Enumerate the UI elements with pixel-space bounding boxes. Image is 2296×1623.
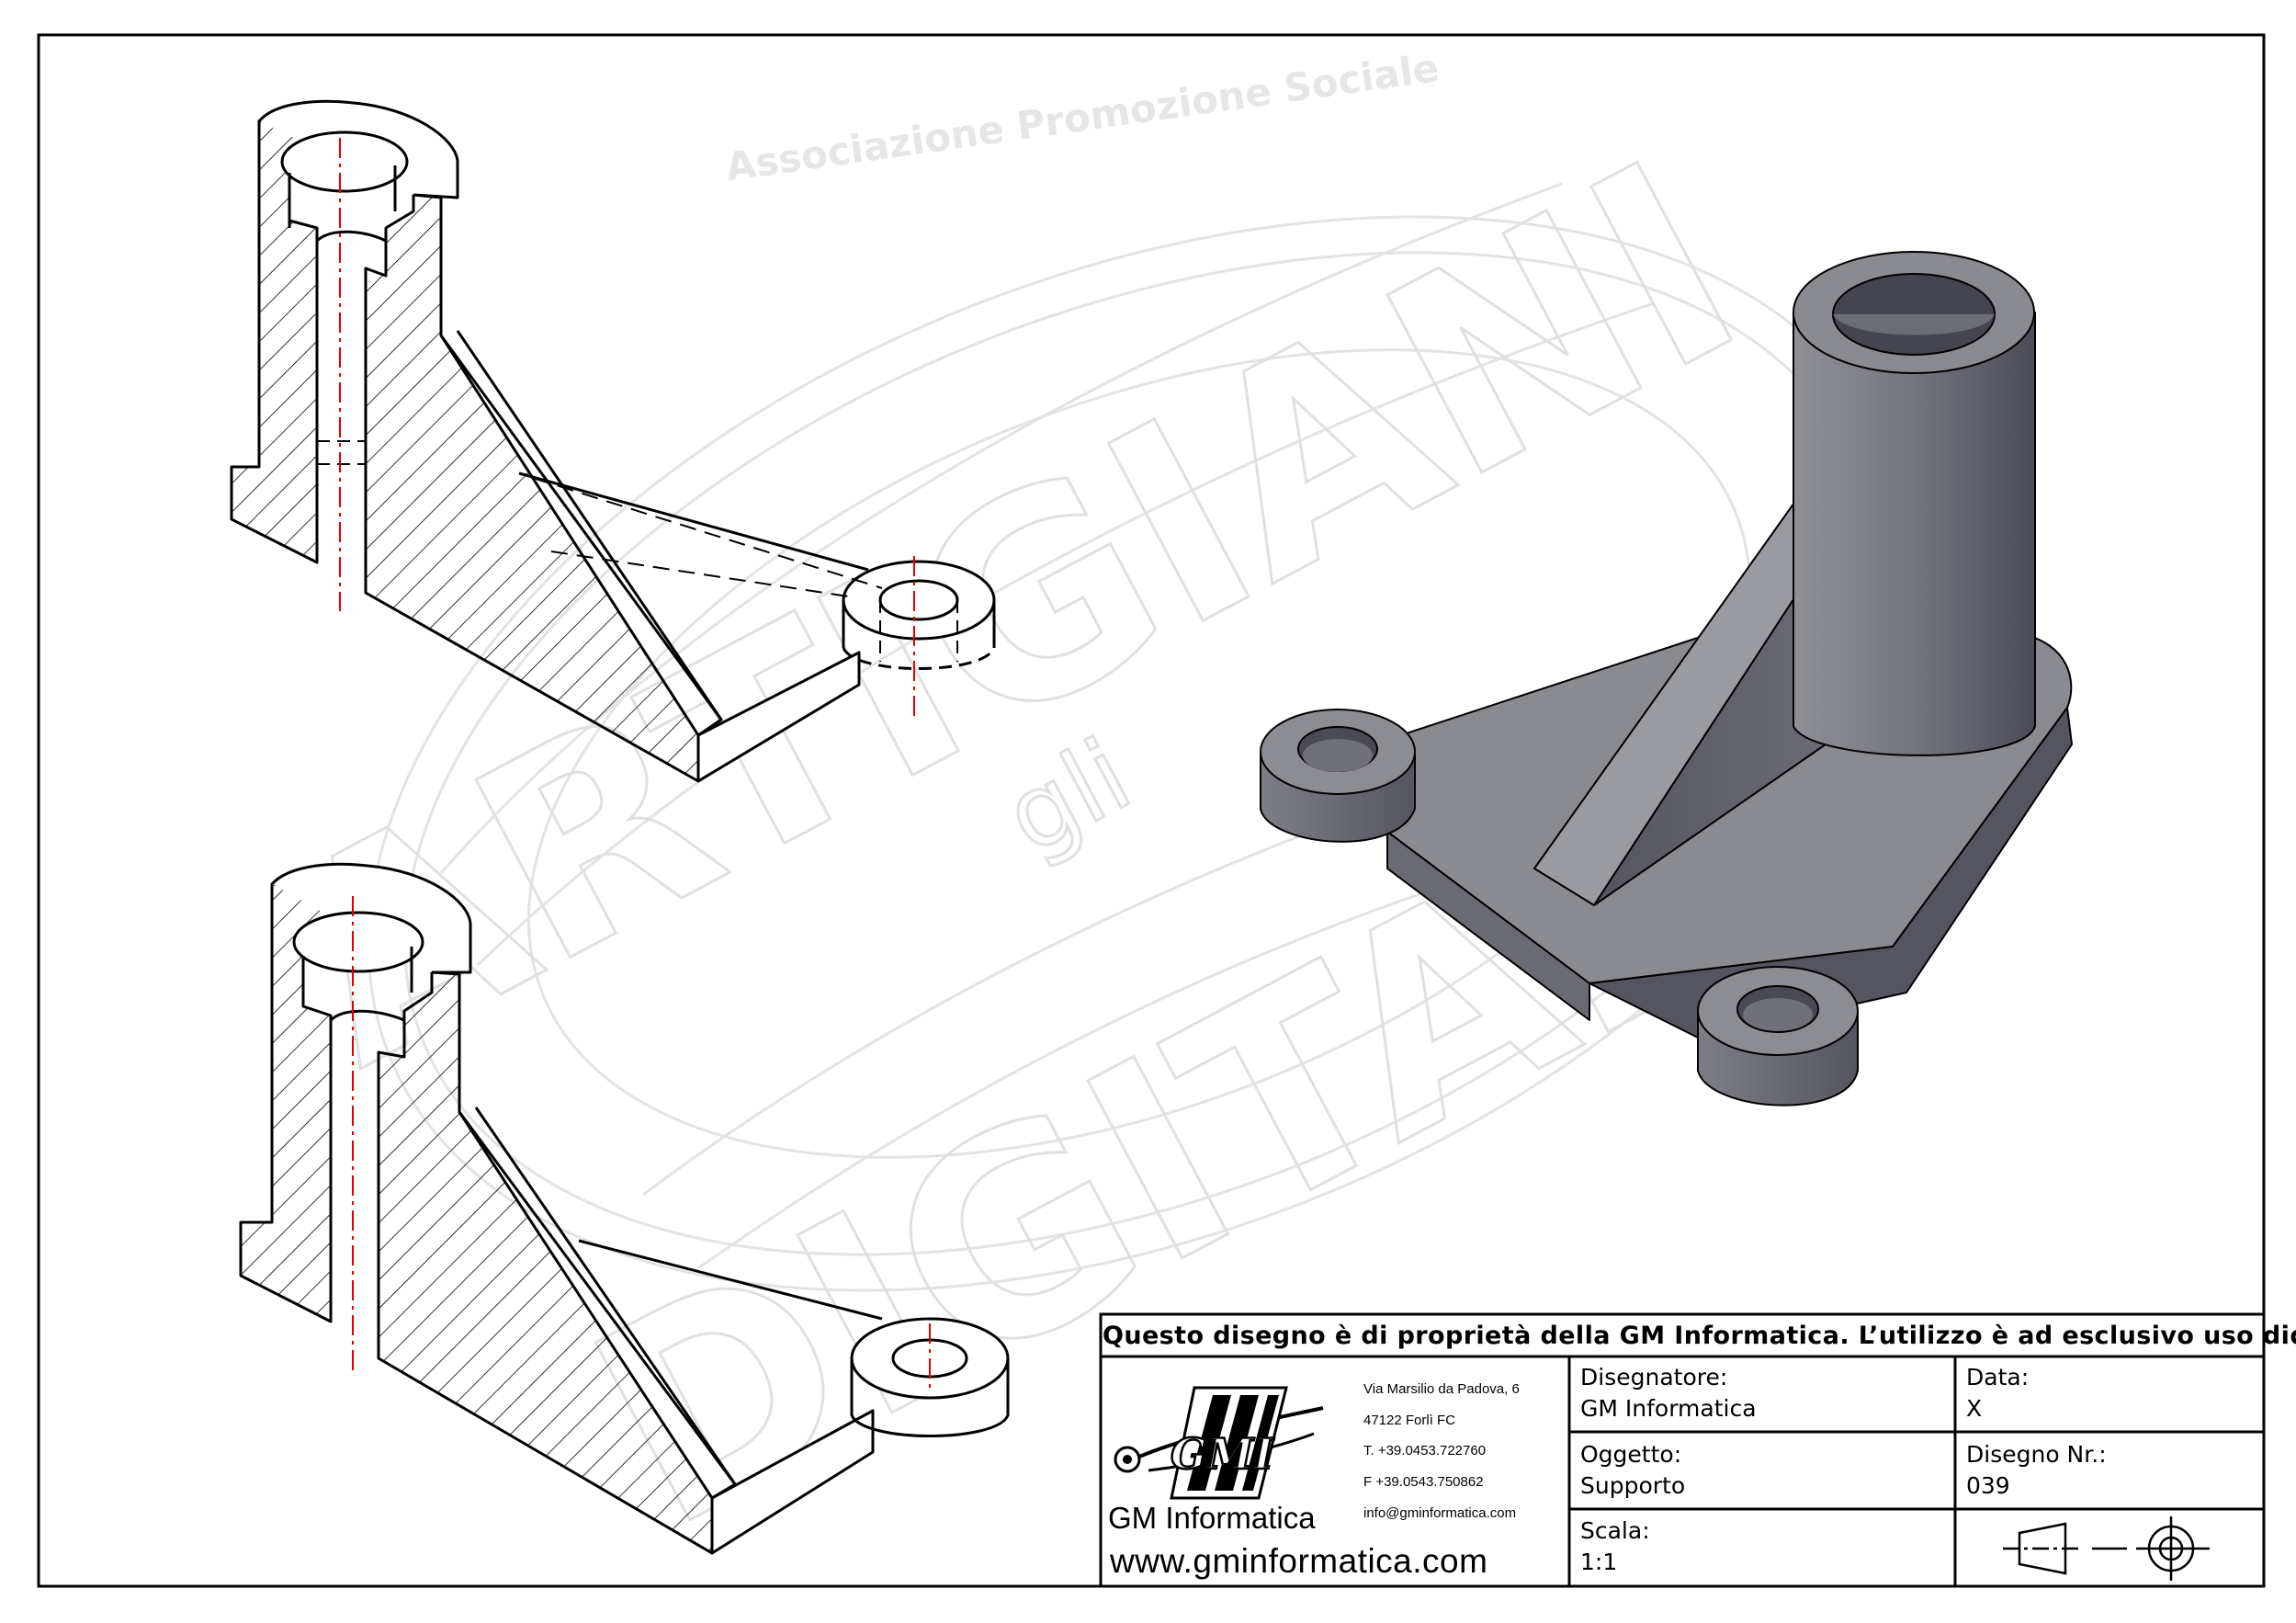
address-street: Via Marsilio da Padova, 6 xyxy=(1363,1381,1520,1397)
section-view-top xyxy=(230,99,996,783)
company-name: GM Informatica xyxy=(1108,1501,1316,1535)
scale-value: 1:1 xyxy=(1580,1549,1618,1575)
centerlines-bottom xyxy=(352,896,931,1392)
object-label: Oggetto: xyxy=(1580,1441,1682,1468)
first-angle-projection-icon xyxy=(2003,1516,2210,1581)
object-value: Supporto xyxy=(1580,1472,1686,1499)
drawing-number-value: 039 xyxy=(1966,1472,2010,1499)
designer-value: GM Informatica xyxy=(1580,1395,1757,1422)
designer-label: Disegnatore: xyxy=(1580,1364,1728,1390)
shaded-3d-model xyxy=(1260,251,2073,1107)
ownership-notice: Questo disegno è di proprietà della GM I… xyxy=(1103,1322,2296,1350)
section-view-bottom xyxy=(239,862,1010,1555)
title-block-frame xyxy=(1099,1312,2266,1588)
centerlines-top xyxy=(339,138,915,721)
date-value: X xyxy=(1966,1395,1983,1422)
gmi-logo: GMI xyxy=(1114,1386,1324,1500)
address-city: 47122 Forlì FC xyxy=(1363,1413,1456,1428)
address-fax: F +39.0543.750862 xyxy=(1363,1474,1484,1490)
address-phone: T. +39.0453.722760 xyxy=(1363,1443,1487,1458)
scale-label: Scala: xyxy=(1580,1517,1650,1544)
gmi-logo-text: GMI xyxy=(1171,1429,1274,1479)
company-website[interactable]: www.gminformatica.com xyxy=(1110,1542,1488,1580)
watermark-arc-text: Associazione Promozione Sociale xyxy=(723,45,1442,189)
address-email[interactable]: info@gminformatica.com xyxy=(1363,1505,1517,1521)
date-label: Data: xyxy=(1966,1364,2030,1390)
drawing-number-label: Disegno Nr.: xyxy=(1966,1441,2107,1468)
